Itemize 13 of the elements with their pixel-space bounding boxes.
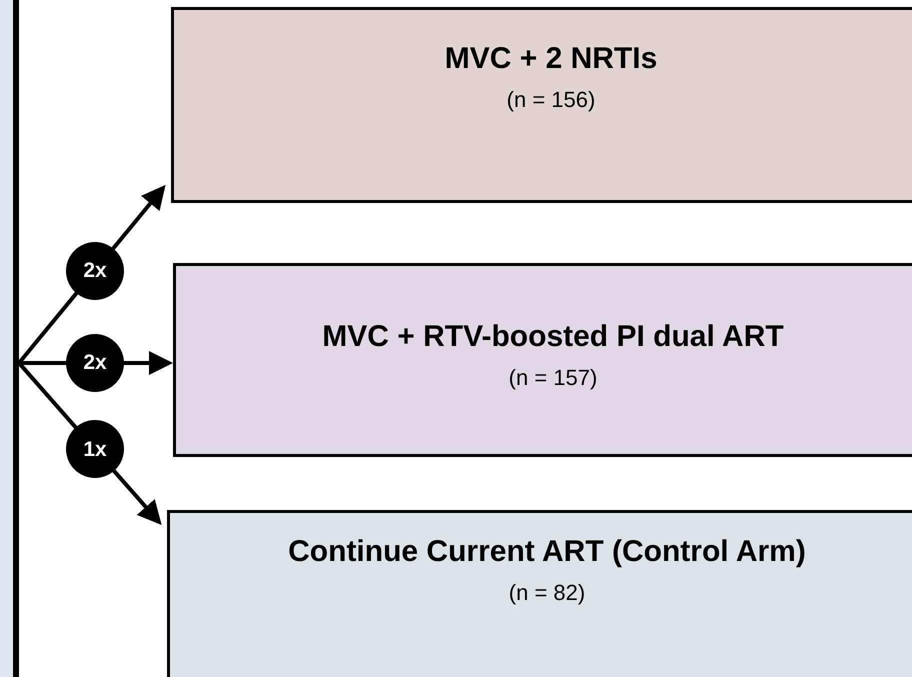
arm-box [167, 510, 912, 677]
sample-size: (n = 156) [506, 86, 596, 114]
arm-title: MVC + RTV-boosted PI dual ART [322, 319, 784, 355]
arm-title: MVC + 2 NRTIs [444, 41, 658, 77]
sample-size: (n = 82) [508, 579, 586, 607]
arm-box [171, 7, 912, 203]
arm-title: Continue Current ART (Control Arm) [288, 534, 806, 570]
sample-size: (n = 157) [508, 364, 598, 392]
vertical-bar [13, 0, 19, 677]
edge-label: 2x [66, 242, 124, 300]
arm-box [173, 263, 912, 457]
edge-label: 1x [66, 420, 124, 478]
edge-label: 2x [66, 334, 124, 392]
